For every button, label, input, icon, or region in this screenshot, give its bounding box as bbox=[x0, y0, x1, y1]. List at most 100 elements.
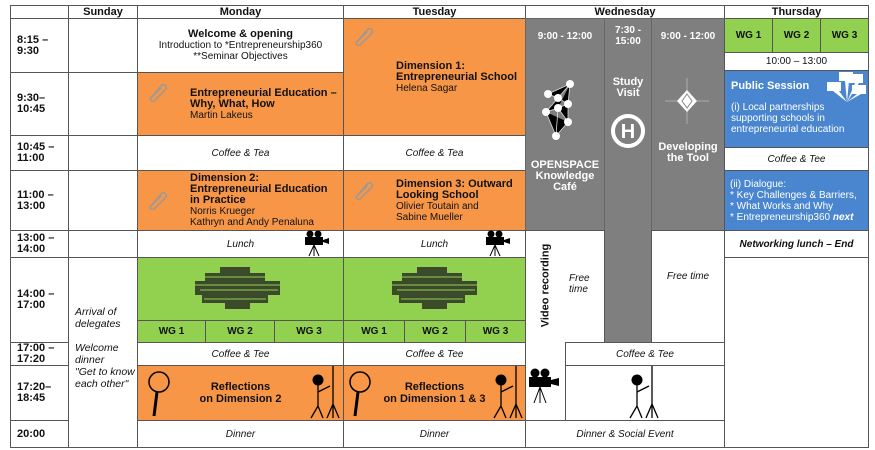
presenter-figure-icon bbox=[493, 366, 523, 419]
monday-welcome: Welcome & opening Introduction to *Entre… bbox=[137, 18, 344, 73]
welcome-line: Introduction to *Entrepreneurship360 bbox=[158, 40, 323, 51]
network-icon bbox=[542, 80, 574, 140]
tuesday-coffee-tee: Coffee & Tee bbox=[343, 342, 526, 366]
monday-coffee: Coffee & Tea bbox=[137, 135, 344, 171]
dialogue-line: (ii) Dialogue: bbox=[730, 178, 787, 190]
session-speaker: Kathryn and Andy Penaluna bbox=[190, 217, 314, 228]
sunday-welcome-dinner: Welcome dinner bbox=[75, 342, 119, 366]
session-time: 7:30 - 15:00 bbox=[614, 25, 642, 47]
monday-reflections: Reflections on Dimension 2 bbox=[137, 365, 344, 421]
monday-wg-2: WG 2 bbox=[205, 320, 275, 343]
time-slot: 17:20– 18:45 bbox=[10, 365, 69, 421]
monday-session-entrepreneurial-education: Entrepreneurial Education – Why, What, H… bbox=[137, 72, 344, 136]
free-time-label: Free time bbox=[569, 273, 590, 295]
header-monday: Monday bbox=[137, 5, 344, 19]
public-session-text: (i) Local partnerships supporting school… bbox=[731, 102, 845, 135]
video-camera-icon bbox=[529, 368, 559, 404]
tuesday-wg-2: WG 2 bbox=[404, 320, 466, 343]
header-tuesday: Tuesday bbox=[343, 5, 526, 19]
sunday-evening: Arrival of delegates Welcome dinner "Get… bbox=[68, 257, 138, 448]
thursday-wg-1: WG 1 bbox=[724, 18, 773, 53]
session-speaker: Martin Lakeus bbox=[190, 109, 253, 121]
sunday-empty bbox=[68, 135, 138, 171]
monday-wg-1: WG 1 bbox=[137, 320, 206, 343]
paperclip-icon bbox=[355, 27, 374, 46]
tuesday-dinner: Dinner bbox=[343, 420, 526, 448]
thursday-time: 10:00 – 13:00 bbox=[724, 52, 869, 71]
wednesday-coffee-tee: Coffee & Tee bbox=[565, 342, 725, 366]
wednesday-free-time-1: Free time bbox=[565, 230, 605, 343]
public-session-title: Public Session bbox=[731, 80, 810, 92]
welcome-line: **Seminar Objectives bbox=[193, 51, 288, 62]
dialogue-line: * Key Challenges & Barriers, bbox=[730, 189, 857, 201]
time-slot: 11:00 – 13:00 bbox=[10, 170, 69, 231]
developing-label: Developing the Tool bbox=[658, 141, 718, 164]
thursday-networking-lunch: Networking lunch – End bbox=[724, 230, 869, 258]
paperclip-icon bbox=[355, 181, 374, 200]
monday-session-dimension-2: Dimension 2: Entrepreneurial Education i… bbox=[137, 170, 344, 231]
openspace-line: Café bbox=[553, 181, 577, 193]
thursday-wg-3: WG 3 bbox=[820, 18, 869, 53]
time-slot: 10:45 – 11:00 bbox=[10, 135, 69, 171]
session-title: Dimension 1: Entrepreneurial School bbox=[396, 59, 518, 83]
video-recording-label: Video recording bbox=[539, 243, 552, 328]
sunday-empty bbox=[68, 18, 138, 73]
time-slot: 20:00 bbox=[10, 420, 69, 448]
svg-text:H: H bbox=[621, 121, 635, 143]
reflections-line: Reflections bbox=[210, 381, 271, 393]
header-wednesday: Wednesday bbox=[525, 5, 725, 19]
reflections-line: Reflections bbox=[404, 381, 465, 393]
bus-stop-h-icon: H bbox=[611, 114, 645, 148]
word-cloud-image bbox=[392, 267, 477, 309]
sunday-empty bbox=[68, 72, 138, 136]
dialogue-line: * Entrepreneurship360 bbox=[730, 211, 831, 223]
sunday-arrival: Arrival of delegates bbox=[75, 306, 121, 330]
thursday-wg-2: WG 2 bbox=[772, 18, 821, 53]
session-speaker: Helena Sagar bbox=[396, 82, 458, 94]
speech-bubbles-icon bbox=[827, 72, 866, 102]
study-visit-label: Study Visit bbox=[612, 76, 644, 99]
session-time: 9:00 - 12:00 bbox=[537, 31, 593, 42]
thursday-dialogue: (ii) Dialogue: * Key Challenges & Barrie… bbox=[724, 170, 869, 231]
paperclip-icon bbox=[149, 83, 168, 102]
wednesday-dinner: Dinner & Social Event bbox=[525, 420, 725, 448]
time-slot: 14:00 – 17:00 bbox=[10, 257, 69, 343]
wednesday-study-visit: 7:30 - 15:00 Study Visit bbox=[604, 18, 652, 343]
monday-coffee-tee: Coffee & Tee bbox=[137, 342, 344, 366]
header-corner bbox=[10, 5, 69, 19]
time-slot: 17:00 – 17:20 bbox=[10, 342, 69, 366]
magnifier-icon bbox=[148, 371, 170, 417]
presenter-figure-icon bbox=[310, 366, 340, 419]
presenter-figure-icon bbox=[629, 366, 659, 419]
welcome-title: Welcome & opening bbox=[188, 28, 293, 40]
tuesday-wg-3: WG 3 bbox=[465, 320, 526, 343]
reflections-line: on Dimension 2 bbox=[199, 393, 282, 405]
openspace-line: Knowledge bbox=[535, 170, 595, 182]
session-speaker: Norris Krueger bbox=[190, 206, 256, 217]
session-time: 9:00 - 12:00 bbox=[660, 31, 716, 42]
sunday-empty bbox=[68, 230, 138, 258]
session-title: Dimension 3: Outward Looking School bbox=[396, 177, 513, 201]
reflections-line: on Dimension 1 & 3 bbox=[383, 393, 486, 405]
header-thursday: Thursday bbox=[724, 5, 869, 19]
dialogue-next: next bbox=[832, 211, 854, 223]
thursday-empty bbox=[724, 257, 869, 448]
wednesday-developing-tool: 9:00 - 12:00 Developing the Tool bbox=[651, 18, 725, 231]
header-sunday: Sunday bbox=[68, 5, 138, 19]
video-camera-icon bbox=[486, 230, 510, 257]
paperclip-icon bbox=[149, 191, 168, 210]
session-title: Entrepreneurial Education – Why, What, H… bbox=[190, 86, 337, 110]
thursday-public-session: Public Session (i) Local partnerships su… bbox=[724, 70, 869, 148]
monday-dinner: Dinner bbox=[137, 420, 344, 448]
time-slot: 8:15 – 9:30 bbox=[10, 18, 69, 73]
diamond-star-icon bbox=[665, 78, 709, 124]
sunday-empty bbox=[68, 170, 138, 231]
openspace-line: OPENSPACE bbox=[530, 159, 600, 171]
video-camera-icon bbox=[305, 230, 329, 257]
sunday-get-to-know: "Get to know each other" bbox=[75, 366, 135, 390]
monday-wg-3: WG 3 bbox=[274, 320, 344, 343]
wednesday-free-time-2: Free time bbox=[651, 230, 725, 343]
dialogue-line: * What Works and Why bbox=[730, 200, 834, 212]
tuesday-coffee: Coffee & Tea bbox=[343, 135, 526, 171]
thursday-coffee-tee: Coffee & Tee bbox=[724, 147, 869, 171]
